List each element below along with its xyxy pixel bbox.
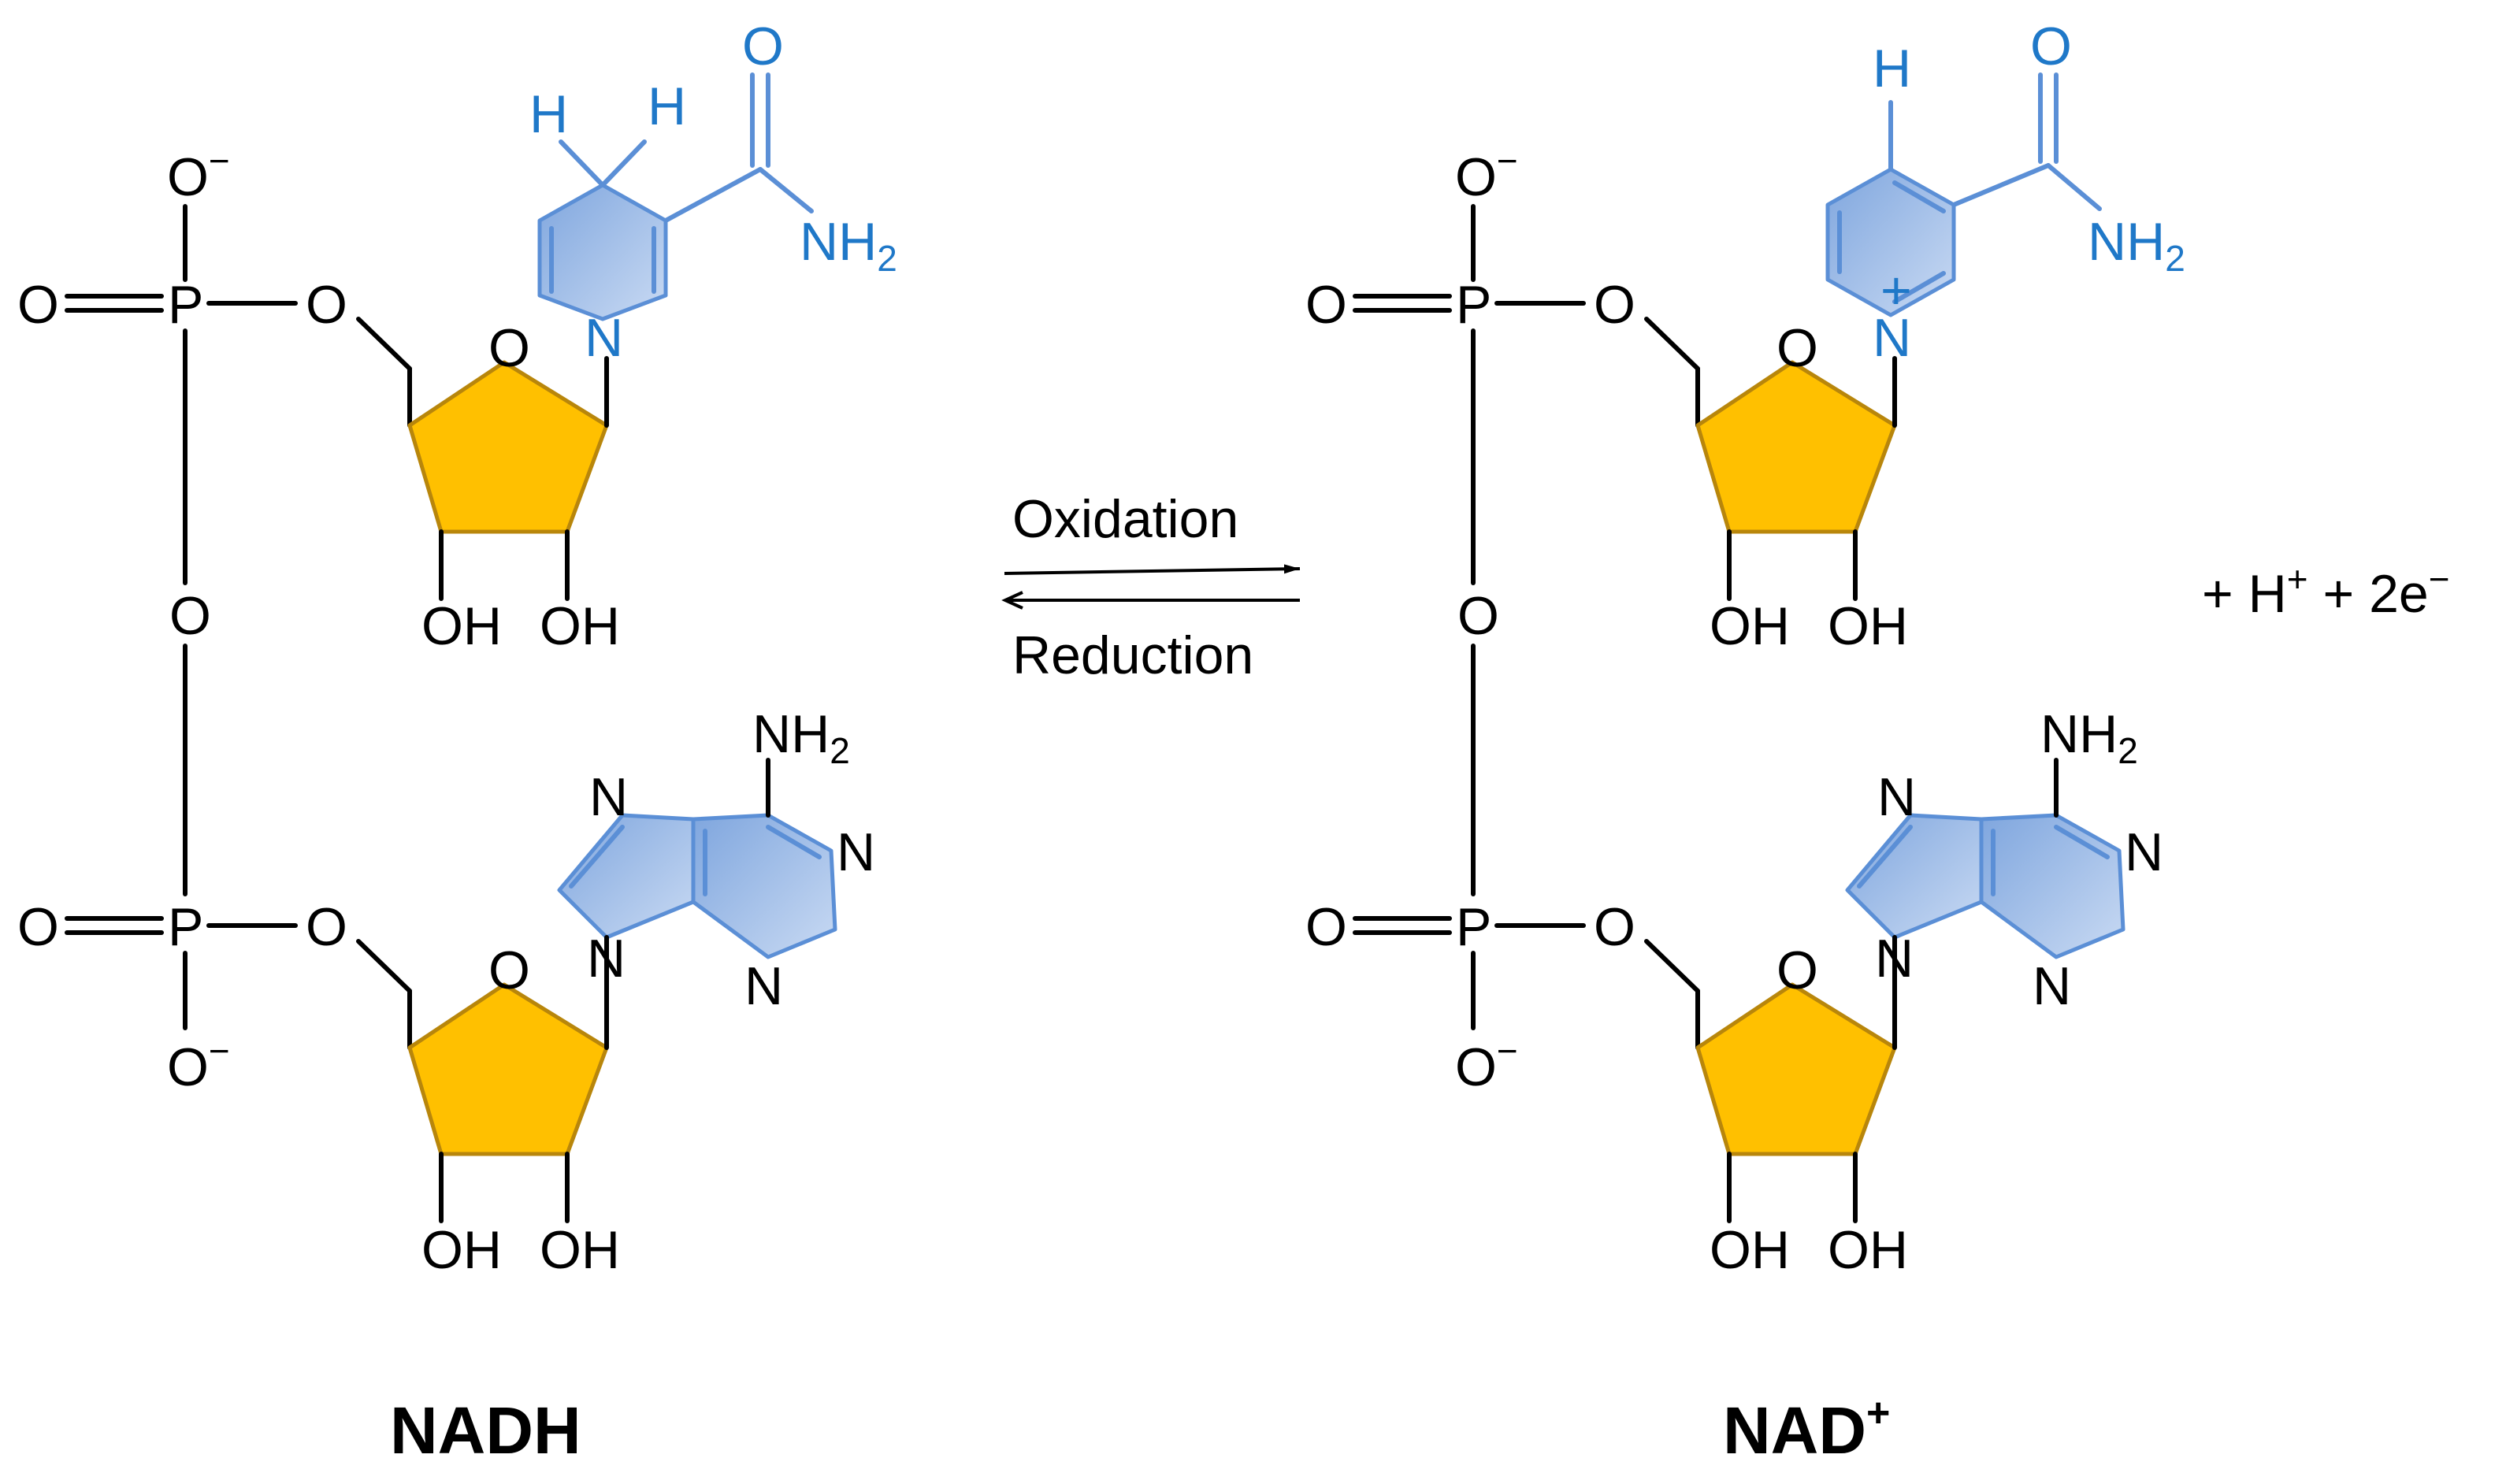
- bridging-o-bottom: O: [306, 897, 347, 957]
- amide-o: O: [742, 17, 784, 76]
- ribose-top-oh-left-right: OH: [1710, 596, 1790, 656]
- nad-plus-molecule: O− O P O O O P O O− O OH OH O OH OH N + …: [1305, 17, 2185, 1280]
- phosphate-bottom-o-double-right: O: [1305, 897, 1347, 957]
- adenine-six-ring-right: [1979, 813, 2125, 959]
- ribose-bottom-ring-right: [1695, 982, 1897, 1156]
- ribose-top-ring: [407, 360, 609, 534]
- ribose-top-right: [1695, 356, 1897, 601]
- phosphate-bottom-o-minus-right: O−: [1455, 1030, 1518, 1097]
- adenine-n9-right: N: [1875, 929, 1914, 989]
- ribose-bottom-right: [1695, 978, 1897, 1223]
- pyridinium-h: H: [1873, 39, 1911, 98]
- ribose-top: [407, 356, 609, 601]
- nadh-molecule: O− O P O O O P O O− O OH OH O OH OH N H …: [17, 17, 897, 1280]
- dihydropyridine-ring: [537, 183, 668, 321]
- ribose-bottom-oh-right-right: OH: [1828, 1220, 1908, 1280]
- reduction-arrowhead: [1001, 591, 1023, 610]
- amide-nh2-right: NH2: [2088, 212, 2185, 279]
- ribose-bottom-ring-o: O: [488, 940, 530, 1000]
- phosphate-top-o-minus-right: O−: [1455, 140, 1518, 207]
- nad-plus-label: NAD+: [1723, 1390, 1890, 1467]
- phosphorus-bottom-right: P: [1456, 897, 1491, 957]
- bridging-o-middle-right: O: [1457, 586, 1499, 646]
- amide-o-right: O: [2030, 17, 2072, 76]
- pyridinium-n: N: [1873, 308, 1911, 368]
- adenine-ring-right: [1845, 758, 2125, 983]
- ribose-top-oh-right: OH: [540, 596, 620, 656]
- ribose-bottom-oh-left: OH: [421, 1220, 502, 1280]
- adenine-five-ring: [557, 813, 696, 940]
- adenine-nh2: NH2: [752, 704, 850, 771]
- dihydronicotinamide-ring: [537, 72, 814, 321]
- nicotinamide-h-right: H: [648, 76, 686, 136]
- adenine-ring: [557, 758, 837, 983]
- amide-nh2: NH2: [800, 212, 897, 279]
- nadh-atom-labels: O− O P O O O P O O− O OH OH O OH OH N H …: [17, 17, 897, 1280]
- phosphorus-top-right: P: [1456, 275, 1491, 335]
- nadh-label: NADH: [390, 1393, 581, 1467]
- phosphate-backbone: [65, 204, 412, 1050]
- adenine-n1: N: [837, 822, 875, 882]
- ribose-bottom-ring: [407, 982, 609, 1156]
- adenine-nh2-right: NH2: [2040, 704, 2138, 771]
- nicotinamide-n: N: [585, 308, 623, 368]
- phosphorus-top: P: [168, 275, 203, 335]
- adenine-five-ring-right: [1845, 813, 1984, 940]
- phosphate-backbone-right: [1353, 204, 1700, 1050]
- nad-plus-atom-labels: O− O P O O O P O O− O OH OH O OH OH N + …: [1305, 17, 2185, 1280]
- ribose-top-ring-o-right: O: [1776, 318, 1818, 378]
- phosphate-bottom-o-double: O: [17, 897, 59, 957]
- byproducts-label: + H+ + 2e−: [2202, 558, 2450, 624]
- ribose-bottom-ring-o-right: O: [1776, 940, 1818, 1000]
- phosphorus-bottom: P: [168, 897, 203, 957]
- phosphate-top-o-double: O: [17, 275, 59, 335]
- bridging-o-bottom-right: O: [1594, 897, 1635, 957]
- adenine-n3-right: N: [2033, 956, 2071, 1016]
- oxidation-label: Oxidation: [1012, 489, 1238, 549]
- oxidation-arrow: [1004, 564, 1301, 575]
- adenine-n1-right: N: [2125, 822, 2163, 882]
- phosphate-top-o-minus: O−: [167, 140, 230, 207]
- pyridinium-charge: +: [1880, 261, 1912, 321]
- bridging-o-top: O: [306, 275, 347, 335]
- ribose-top-oh-left: OH: [421, 596, 502, 656]
- reduction-label: Reduction: [1012, 625, 1253, 685]
- adenine-n9: N: [587, 929, 626, 989]
- ribose-bottom: [407, 978, 609, 1223]
- ribose-bottom-oh-right: OH: [540, 1220, 620, 1280]
- pyridinium-ring: [1825, 72, 2102, 317]
- adenine-n3: N: [744, 956, 783, 1016]
- ribose-bottom-oh-left-right: OH: [1710, 1220, 1790, 1280]
- reaction-arrows: Oxidation Reduction: [1001, 489, 1301, 685]
- adenine-six-ring: [691, 813, 837, 959]
- phosphate-top-o-double-right: O: [1305, 275, 1347, 335]
- adenine-n7-right: N: [1877, 767, 1916, 827]
- phosphate-bottom-o-minus: O−: [167, 1030, 230, 1097]
- ribose-top-ring-right: [1695, 360, 1897, 534]
- bridging-o-middle: O: [169, 586, 211, 646]
- nicotinamide-h-left: H: [529, 84, 568, 144]
- ribose-top-ring-o: O: [488, 318, 530, 378]
- ribose-top-oh-right-right: OH: [1828, 596, 1908, 656]
- bridging-o-top-right: O: [1594, 275, 1635, 335]
- adenine-n7: N: [589, 767, 628, 827]
